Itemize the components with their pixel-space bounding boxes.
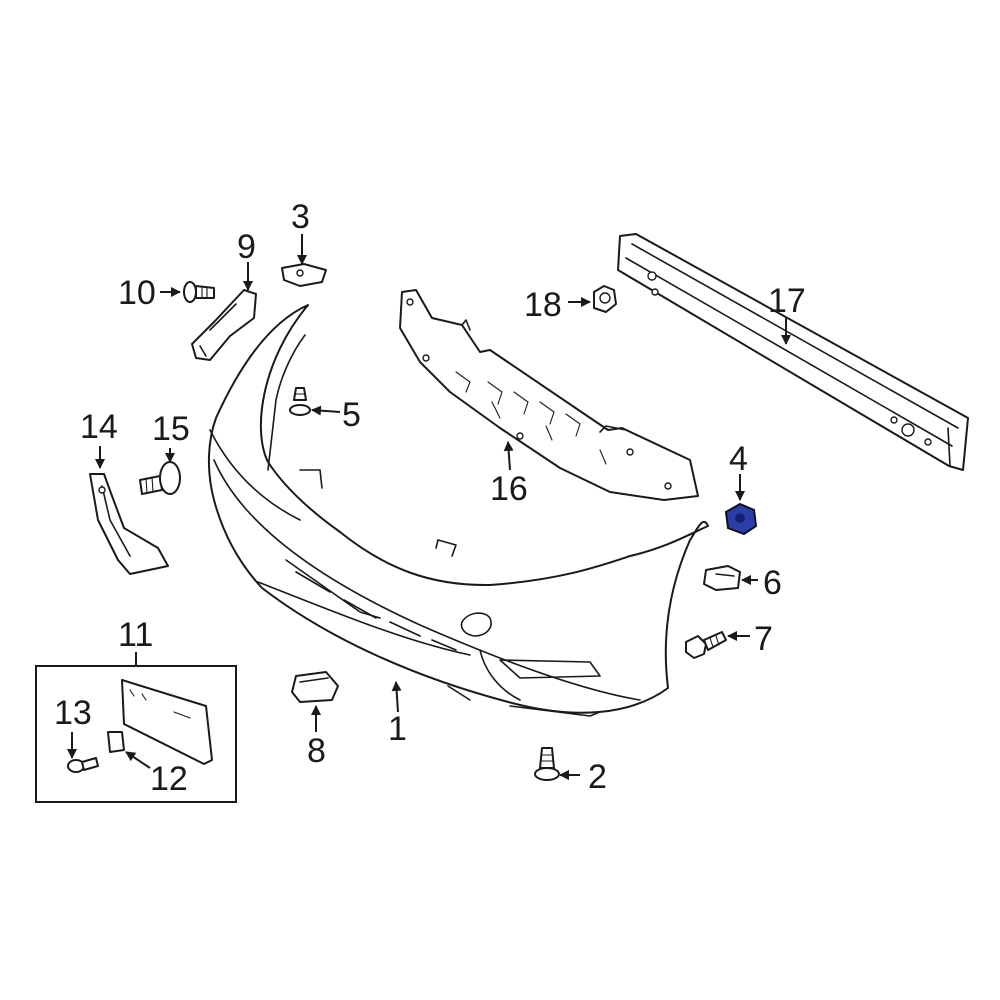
screw-13[interactable] [67, 757, 99, 773]
callout-3: 3 [291, 198, 310, 236]
clip-6[interactable] [703, 565, 741, 591]
plate-kit-box [35, 652, 237, 803]
screw-5[interactable] [289, 387, 311, 416]
callout-2: 2 [588, 758, 607, 796]
energy-absorber[interactable] [399, 289, 699, 501]
side-bracket[interactable] [191, 289, 257, 361]
cap-8[interactable] [291, 671, 339, 703]
callout-8: 8 [307, 732, 326, 770]
callout-7: 7 [754, 620, 773, 658]
nut-18[interactable] [593, 285, 617, 313]
license-plate-bracket[interactable] [121, 679, 213, 765]
callout-11: 11 [118, 616, 153, 654]
screw-10[interactable] [183, 281, 215, 303]
bolt-7[interactable] [685, 631, 727, 659]
retainer-clip[interactable] [281, 263, 327, 287]
reinforcement-beam[interactable] [617, 233, 969, 471]
screw-15[interactable] [139, 461, 181, 495]
screw-2[interactable] [534, 747, 560, 781]
callout-17: 17 [768, 282, 806, 320]
callout-18: 18 [524, 286, 562, 324]
callout-6: 6 [763, 564, 782, 602]
callout-9: 9 [237, 228, 256, 266]
callout-5: 5 [342, 396, 361, 434]
callout-12: 12 [150, 760, 188, 798]
callout-13: 13 [54, 694, 92, 732]
callout-15: 15 [152, 410, 190, 448]
callout-10: 10 [118, 274, 156, 312]
callout-4: 4 [729, 440, 748, 478]
side-bracket-14[interactable] [89, 473, 169, 575]
callout-14: 14 [80, 408, 118, 446]
leader-arrows [67, 234, 791, 780]
bumper-cover[interactable] [207, 304, 709, 717]
nut-4-highlighted[interactable] [724, 502, 758, 536]
callout-1: 1 [388, 710, 407, 748]
clip-12[interactable] [107, 731, 125, 753]
callout-16: 16 [490, 470, 528, 508]
